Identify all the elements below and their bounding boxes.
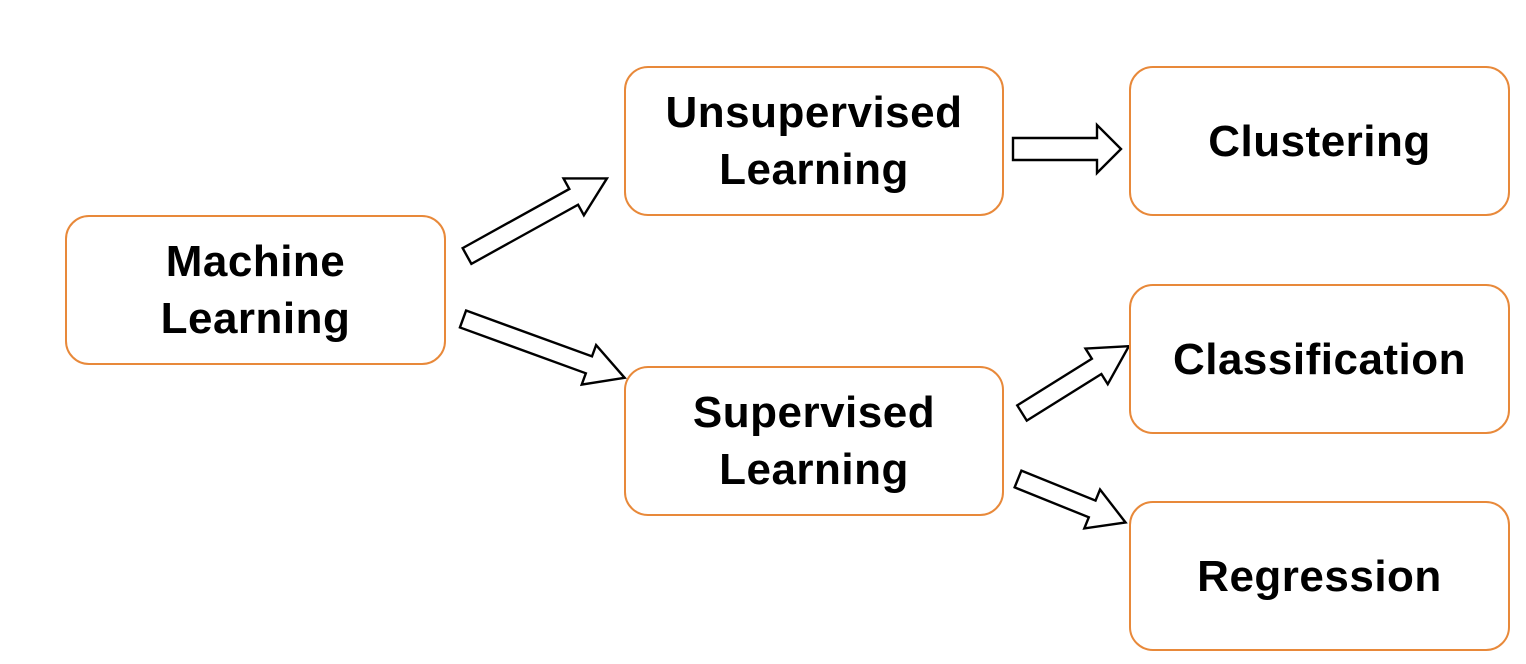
node-machine-learning: Machine Learning <box>65 215 446 365</box>
node-supervised-learning-line1: Supervised <box>692 388 936 437</box>
arrow-unsupervised-to-clustering <box>1011 122 1123 176</box>
node-machine-learning-line2: Learning <box>160 294 351 343</box>
arrow-ml-to-unsupervised <box>461 177 610 266</box>
node-unsupervised-learning-line1: Unsupervised <box>665 88 963 137</box>
node-unsupervised-learning-label: Unsupervised Learning <box>666 84 963 198</box>
node-classification: Classification <box>1129 284 1510 434</box>
node-machine-learning-line1: Machine <box>165 237 346 286</box>
node-unsupervised-learning-line2: Learning <box>719 145 909 194</box>
node-unsupervised-learning: Unsupervised Learning <box>624 66 1004 216</box>
arrow-ml-to-supervised <box>458 309 627 387</box>
node-classification-label: Classification <box>1172 334 1467 384</box>
arrow-supervised-to-classification <box>1015 344 1131 423</box>
arrow-supervised-to-regression <box>1013 469 1128 530</box>
node-regression: Regression <box>1129 501 1510 651</box>
node-machine-learning-label: Machine Learning <box>161 233 351 347</box>
node-supervised-learning-label: Supervised Learning <box>693 384 935 498</box>
node-supervised-learning: Supervised Learning <box>624 366 1004 516</box>
node-clustering-label: Clustering <box>1208 116 1431 166</box>
node-regression-label: Regression <box>1197 551 1442 601</box>
node-clustering: Clustering <box>1129 66 1510 216</box>
node-supervised-learning-line2: Learning <box>719 445 909 494</box>
